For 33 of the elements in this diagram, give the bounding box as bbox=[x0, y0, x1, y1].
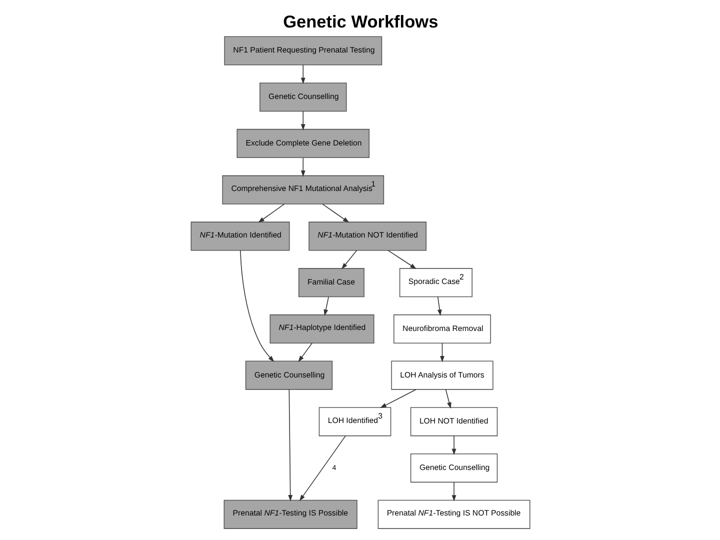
node-box: Exclude Complete Gene Deletion bbox=[236, 128, 370, 158]
arrow bbox=[300, 110, 305, 130]
arrow bbox=[440, 342, 444, 362]
node-box: Genetic Counselling bbox=[244, 360, 332, 390]
arrow bbox=[298, 342, 312, 362]
node-box: LOH NOT Identified bbox=[410, 407, 498, 436]
node-box: Prenatal NF1-Testing IS NOT Possible bbox=[377, 500, 530, 529]
arrow bbox=[288, 389, 292, 502]
node-box: Genetic Counselling bbox=[259, 82, 346, 112]
node-box: Familial Case bbox=[298, 268, 364, 298]
node-box: NF1-Mutation NOT Identified bbox=[308, 222, 426, 251]
arrow bbox=[387, 250, 416, 270]
arrow bbox=[341, 250, 357, 270]
node-box: NF1-Haplotype Identified bbox=[269, 314, 374, 344]
node-box: NF1-Mutation Identified bbox=[190, 222, 290, 251]
arrow bbox=[323, 296, 328, 316]
diagram-title: Genetic Workflows bbox=[282, 12, 438, 32]
arrow bbox=[298, 436, 346, 502]
arrow bbox=[444, 389, 451, 409]
arrow bbox=[451, 482, 456, 502]
node-box: LOH Analysis of Tumors bbox=[390, 360, 493, 390]
arrow bbox=[322, 204, 349, 223]
node-box: Genetic Counselling bbox=[410, 454, 498, 483]
arrow bbox=[258, 204, 284, 223]
arrow bbox=[300, 64, 305, 84]
arrow bbox=[436, 296, 442, 316]
node-box: Prenatal NF1-Testing IS Possible bbox=[223, 500, 357, 529]
node-box: NF1 Patient Requesting Prenatal Testing bbox=[224, 36, 382, 66]
node-box: Neurofibroma Removal bbox=[393, 314, 490, 344]
arrow bbox=[240, 250, 274, 362]
arrow bbox=[300, 157, 305, 177]
arrow bbox=[380, 389, 416, 408]
arrow bbox=[451, 436, 456, 456]
